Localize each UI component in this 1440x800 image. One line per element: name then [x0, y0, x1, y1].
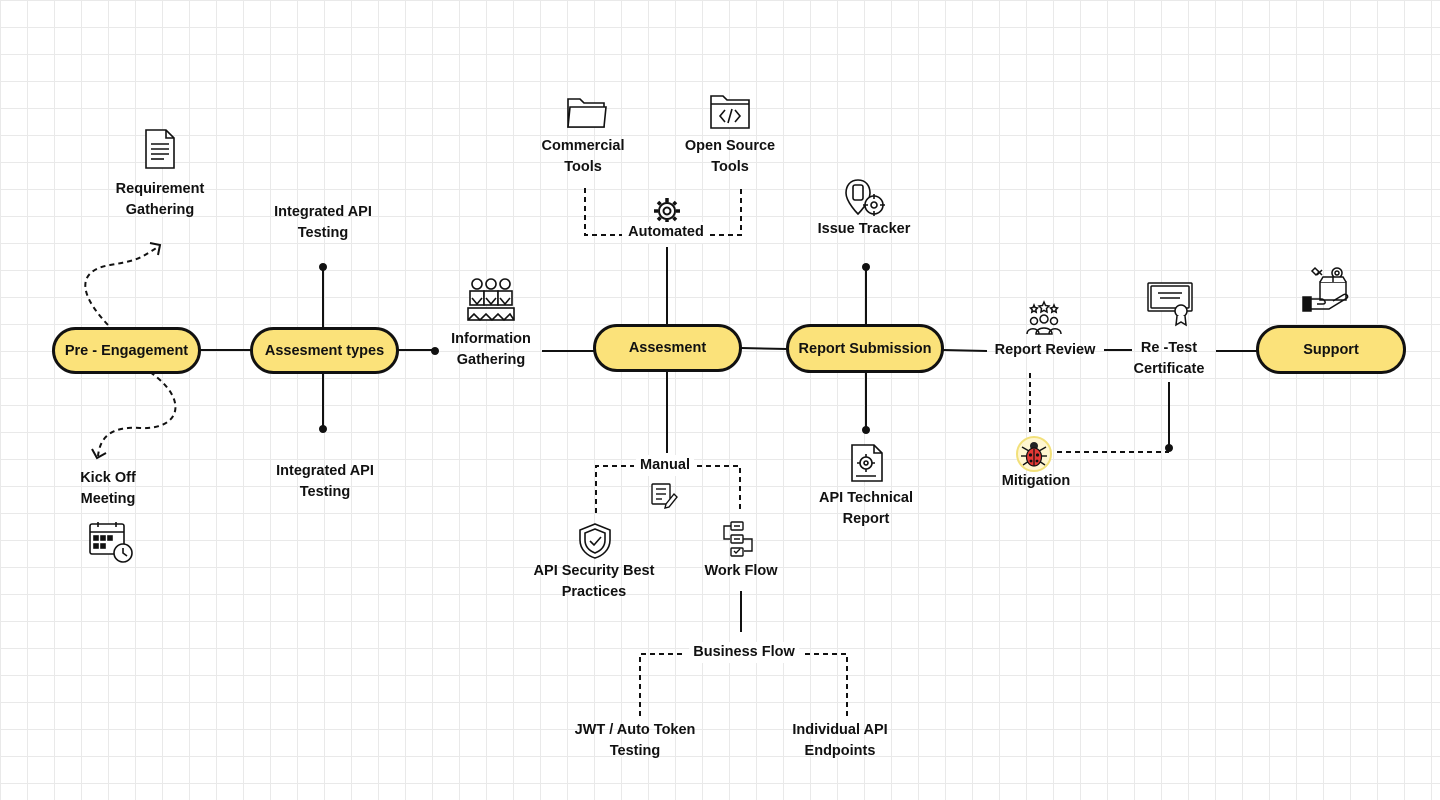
label-jwt-auto-token-testing: JWT / Auto Token Testing	[574, 722, 696, 759]
code-folder-icon	[710, 95, 750, 129]
shield-icon	[579, 523, 611, 559]
dot-retest	[1165, 444, 1173, 452]
dot-api-report	[862, 426, 870, 434]
label-open-source-tools: Open Source Tools	[684, 138, 776, 175]
label-mitigation: Mitigation	[1001, 473, 1071, 489]
label-api-technical-report: API Technical Report	[818, 490, 914, 527]
dot-types-bottom	[319, 425, 327, 433]
label-report-review: Report Review	[994, 342, 1096, 358]
label-commercial-tools: Commercial Tools	[541, 138, 625, 175]
node-support: Support	[1256, 325, 1406, 374]
label-integrated-api-testing-top: Integrated API Testing	[274, 204, 372, 241]
review-team-icon	[1026, 300, 1062, 335]
label-issue-tracker: Issue Tracker	[817, 221, 911, 237]
arrowhead-up	[149, 242, 162, 256]
gear-icon	[654, 198, 680, 224]
node-pre-engagement: Pre - Engagement	[52, 327, 201, 374]
label-business-flow: Business Flow	[689, 642, 799, 663]
report-gear-icon	[851, 444, 883, 482]
node-assessment-types: Assesment types	[250, 327, 399, 374]
team-icon	[467, 278, 515, 322]
label-kick-off-meeting: Kick Off Meeting	[80, 470, 136, 507]
checklist-pen-icon	[651, 483, 678, 509]
label-work-flow: Work Flow	[704, 563, 778, 579]
dot-info	[431, 347, 439, 355]
label-retest-certificate: Re -Test Certificate	[1133, 340, 1205, 377]
label-individual-api-endpoints: Individual API Endpoints	[792, 722, 888, 759]
dashed-curve-up	[84, 246, 159, 326]
dashed-manual-bracket	[595, 465, 741, 513]
dot-types-top	[319, 263, 327, 271]
connector-report-to-review	[942, 349, 988, 352]
node-assessment: Assesment	[593, 324, 742, 372]
label-requirement-gathering: Requirement Gathering	[115, 181, 205, 218]
certificate-icon	[1147, 282, 1193, 327]
label-api-security-best-practices: API Security Best Practices	[533, 563, 655, 600]
label-information-gathering: Information Gathering	[451, 331, 531, 368]
folder-icon	[567, 98, 607, 128]
label-integrated-api-testing-bottom: Integrated API Testing	[276, 463, 374, 500]
support-hand-icon	[1302, 266, 1349, 312]
document-icon	[145, 129, 175, 169]
node-report-submission: Report Submission	[786, 324, 944, 373]
label-automated: Automated	[624, 222, 708, 243]
connector-assessment-to-report	[740, 347, 788, 350]
calendar-clock-icon	[89, 522, 133, 563]
arrowhead-down	[91, 448, 107, 460]
phone-target-icon	[845, 179, 885, 216]
dot-issue-tracker	[862, 263, 870, 271]
workflow-icon	[723, 521, 753, 557]
dashed-curve-down	[97, 371, 177, 457]
label-manual: Manual	[636, 455, 694, 476]
dashed-business-bracket	[639, 653, 848, 716]
dashed-automated-bracket	[584, 188, 742, 236]
bug-icon	[1016, 436, 1052, 472]
